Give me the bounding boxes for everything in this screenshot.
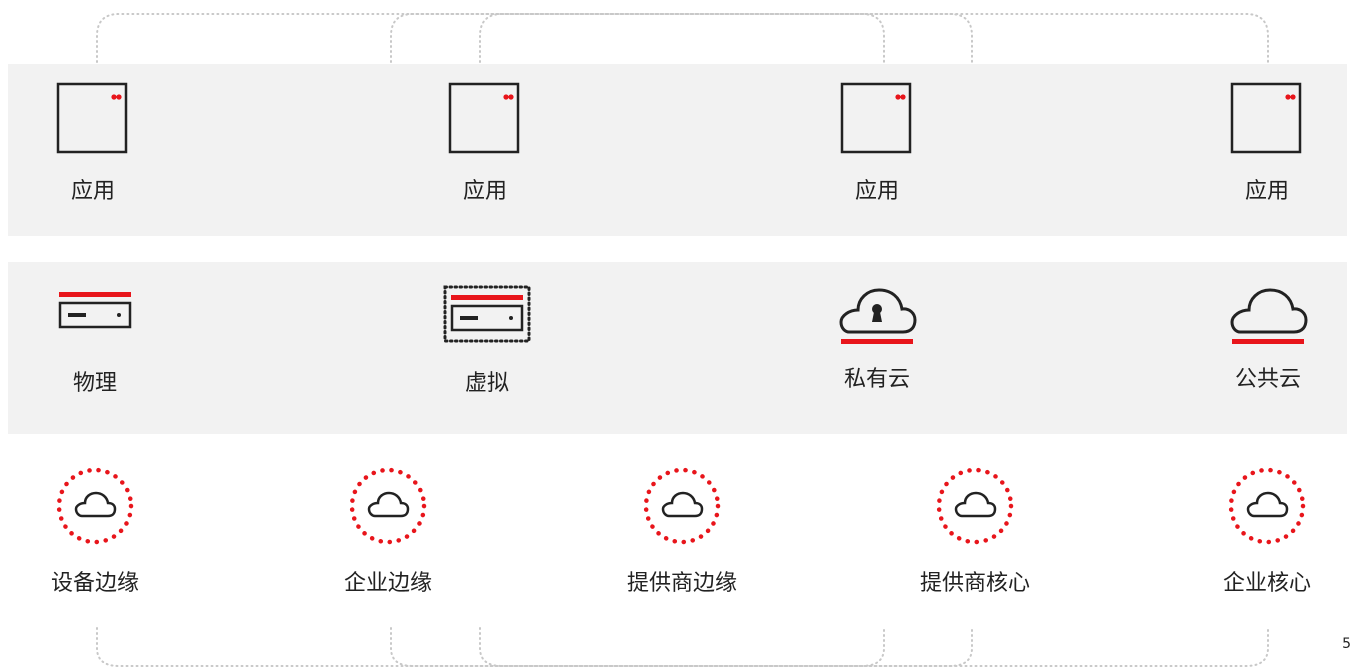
location-item-4: 提供商核心 [895,464,1055,598]
app-item-2: 应用 [405,80,565,206]
edge-cloud-icon [1228,467,1306,545]
location-label: 企业边缘 [343,571,432,596]
edge-cloud-icon [349,467,427,545]
infra-label: 公共云 [1234,367,1301,392]
app-item-1: 应用 [13,80,173,206]
app-label: 应用 [462,179,507,204]
infra-item-physical: 物理 [15,290,175,398]
infra-item-private-cloud: 私有云 [797,282,957,394]
infra-label: 虚拟 [464,371,509,396]
app-window-icon [840,82,912,154]
infra-label: 物理 [72,371,117,396]
edge-cloud-icon [56,467,134,545]
location-item-1: 设备边缘 [15,464,175,598]
app-window-icon [1230,82,1302,154]
page-number: 5 [1342,636,1351,652]
app-label: 应用 [854,179,899,204]
virtual-server-icon [443,285,531,343]
infra-label: 私有云 [843,367,910,392]
app-window-icon [448,82,520,154]
location-label: 企业核心 [1222,571,1311,596]
app-label: 应用 [70,179,115,204]
applications-band [8,64,1347,236]
location-item-5: 企业核心 [1187,464,1347,598]
app-item-4: 应用 [1187,80,1347,206]
location-label: 设备边缘 [50,571,139,596]
app-item-3: 应用 [797,80,957,206]
infra-item-virtual: 虚拟 [407,284,567,398]
location-label: 提供商核心 [919,571,1030,596]
private-cloud-icon [839,288,917,344]
public-cloud-icon [1230,288,1308,344]
app-label: 应用 [1244,179,1289,204]
location-label: 提供商边缘 [626,571,737,596]
edge-cloud-icon [936,467,1014,545]
infrastructure-band [8,262,1347,434]
edge-cloud-icon [643,467,721,545]
infra-item-public-cloud: 公共云 [1188,282,1348,394]
location-item-3: 提供商边缘 [602,464,762,598]
app-window-icon [56,82,128,154]
location-item-2: 企业边缘 [308,464,468,598]
physical-server-icon [58,292,132,329]
